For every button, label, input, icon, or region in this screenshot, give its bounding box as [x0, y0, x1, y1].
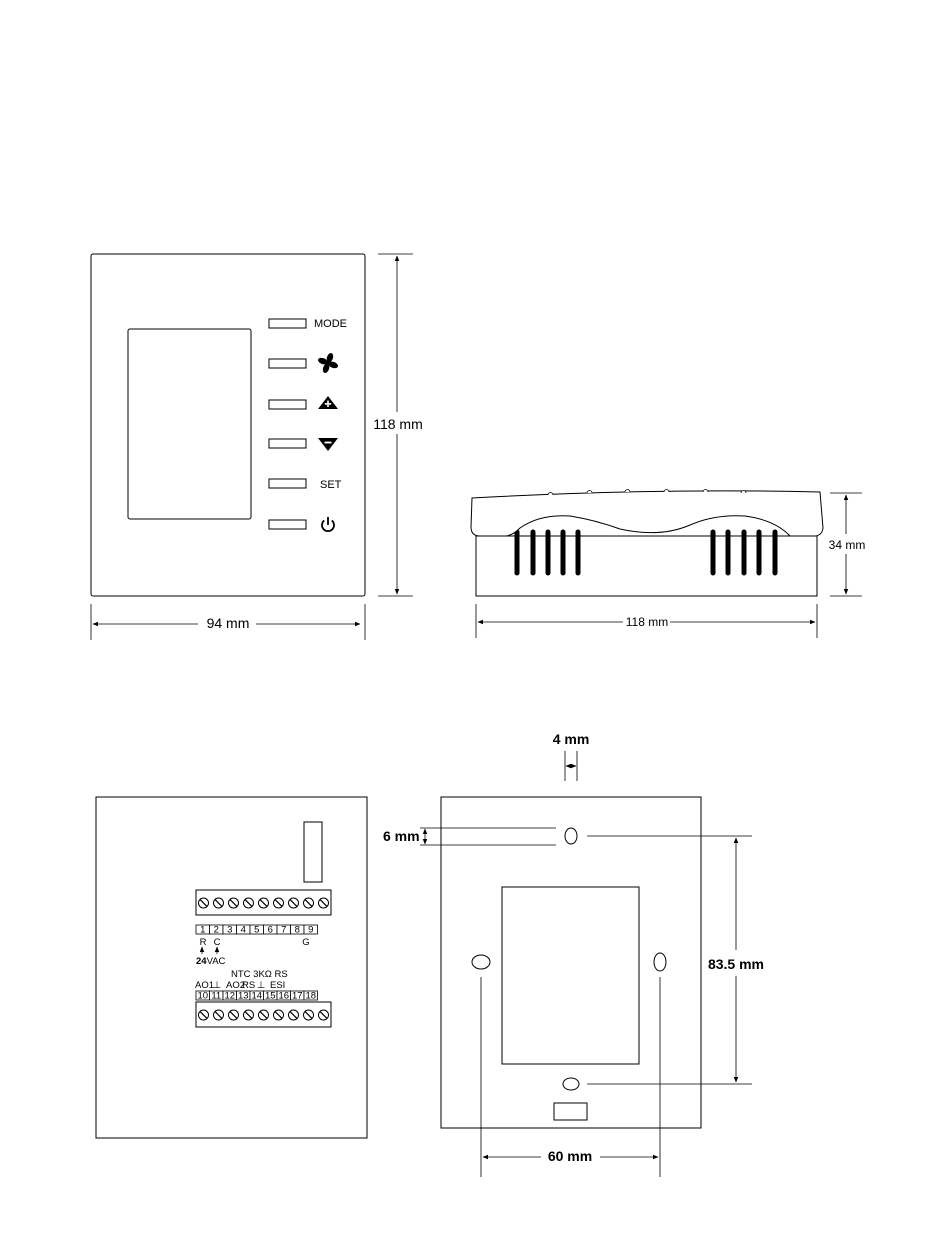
- terminal-number: 13: [238, 991, 249, 1002]
- terminal-number: 16: [278, 991, 289, 1002]
- button-fan[interactable]: [269, 359, 306, 368]
- header-gnd1: ⊥: [213, 980, 221, 991]
- bottom-header-line1: NTC 3KΩ RS: [231, 969, 288, 980]
- front-view: MODE SET 118 mm: [91, 254, 423, 640]
- terminal-screws-bottom: [199, 1010, 329, 1020]
- terminal-number: 4: [241, 925, 246, 936]
- terminal-number: 17: [292, 991, 303, 1002]
- button-power[interactable]: [269, 520, 306, 529]
- terminal-number: 1: [200, 925, 205, 936]
- plate-tab: [554, 1103, 587, 1120]
- button-mode-label: MODE: [314, 318, 347, 330]
- header-esi: ESI: [270, 980, 285, 991]
- terminal-label-g: G: [302, 937, 309, 948]
- terminal-number: 2: [214, 925, 219, 936]
- supply-voltage-bold: 24: [196, 956, 207, 967]
- terminal-number: 18: [305, 991, 316, 1002]
- terminal-number: 8: [295, 925, 300, 936]
- supply-voltage-label: 24VAC: [196, 956, 226, 967]
- front-width-label: 94 mm: [207, 615, 250, 631]
- display-screen: [128, 329, 251, 519]
- side-height-label: 34 mm: [829, 538, 866, 552]
- plate-cutout: [502, 887, 639, 1064]
- terminal-number: 11: [211, 991, 221, 1002]
- terminal-number: 10: [197, 991, 208, 1002]
- button-down[interactable]: [269, 439, 306, 448]
- header-rs: RS: [242, 980, 255, 991]
- side-cover: [471, 491, 823, 536]
- header-ao1: AO1: [195, 980, 214, 991]
- slot-width-label: 4 mm: [553, 731, 590, 747]
- slot-height-label: 6 mm: [383, 828, 420, 844]
- horizontal-spacing-label: 60 mm: [548, 1148, 592, 1164]
- button-set[interactable]: [269, 479, 306, 488]
- terminal-number: 9: [308, 925, 313, 936]
- button-set-label: SET: [320, 479, 342, 491]
- terminal-label-r: R: [200, 937, 207, 948]
- terminal-number: 5: [254, 925, 259, 936]
- back-housing: [96, 797, 367, 1138]
- mount-hole-right: [654, 953, 666, 971]
- terminal-screws-top: [199, 898, 329, 908]
- vertical-spacing-label: 83.5 mm: [708, 956, 764, 972]
- bottom-header-line2: AO1 ⊥ AO2 RS ⊥ ESI: [195, 980, 285, 991]
- terminal-number: 6: [268, 925, 273, 936]
- mount-hole-top: [565, 828, 577, 844]
- front-height-label: 118 mm: [373, 416, 423, 432]
- mounting-plate: 4 mm 6 mm 83.5 mm 60 mm: [383, 731, 764, 1177]
- button-mode[interactable]: [269, 319, 306, 328]
- terminal-number: 12: [224, 991, 235, 1002]
- mount-hole-left: [472, 955, 490, 969]
- terminal-label-c: C: [214, 937, 221, 948]
- terminal-number: 3: [227, 925, 232, 936]
- side-base: [476, 536, 817, 596]
- side-width-label: 118 mm: [626, 615, 668, 629]
- terminal-number: 7: [281, 925, 286, 936]
- side-view: 34 mm 118 mm: [471, 490, 865, 639]
- mount-hole-bottom: [563, 1078, 579, 1090]
- terminal-number: 15: [265, 991, 276, 1002]
- button-up[interactable]: [269, 400, 306, 409]
- supply-voltage-rest: VAC: [207, 956, 226, 967]
- terminal-number: 14: [251, 991, 262, 1002]
- header-gnd2: ⊥: [257, 980, 265, 991]
- back-connector-slot: [304, 822, 322, 882]
